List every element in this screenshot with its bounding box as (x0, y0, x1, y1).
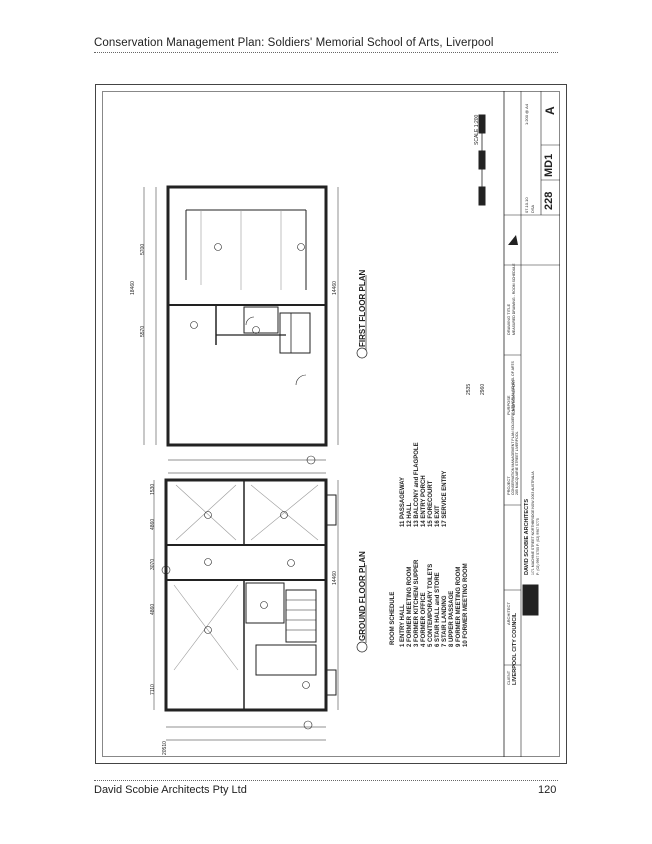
room-list-left-4: 4 FORMER OFFICE (421, 592, 427, 647)
first-floor-plan-title: FIRST FLOOR PLAN (358, 269, 367, 347)
dim-first-7: 2960 (480, 383, 486, 395)
client-label: CLIENT (506, 670, 511, 685)
dim-ground-3: 3070 (150, 558, 156, 570)
architect-contact: P: (02) 9967 5755 F: (02) 9967 5775 (536, 518, 540, 575)
scale-value: 1:200 @ A4 (524, 104, 529, 125)
dim-ground-4: 4860 (150, 518, 156, 530)
room-list-right-7: 17 SERVICE ENTRY (442, 470, 448, 527)
first-floor-outline (166, 185, 328, 447)
scale-label: SCALE 1:200 (474, 114, 480, 145)
project-number: 228 (543, 191, 555, 210)
drawing-number: MD1 (543, 153, 555, 177)
page-number: 120 (538, 784, 557, 796)
client-name: LIVERPOOL CITY COUNCIL (512, 612, 518, 685)
room-list-right-5: 15 FORECOURT (428, 480, 434, 527)
dsa-logo-icon (522, 584, 539, 616)
revision-letter: A (543, 106, 557, 115)
drawing-title-label: DRAWING TITLE (506, 303, 511, 335)
room-schedule-title: ROOM SCHEDULE (390, 591, 396, 645)
drawing-border (102, 91, 560, 757)
footer-company: David Scobie Architects Pty Ltd (94, 784, 247, 796)
architect-name: DAVID SCOBIE ARCHITECTS (524, 498, 530, 575)
room-list-right-3: 13 BALCONY and FLAGPOLE (414, 442, 420, 527)
page-header-title: Conservation Management Plan: Soldiers' … (94, 37, 494, 49)
room-list-left-8: 8 UPPER PASSAGE (449, 590, 455, 647)
header-rule (94, 52, 558, 53)
room-list-left-2: 2 FORMER MEETING ROOM (407, 566, 413, 647)
ground-floor-plan-title: GROUND FLOOR PLAN (358, 551, 367, 641)
room-list-left-5: 5 CONTEMPORARY TOILETS (428, 563, 434, 647)
drawing-sheet: FIRST FLOOR PLAN GROUND FLOOR PLAN ROOM … (95, 84, 567, 764)
room-list-left-3: 3 FORMER KITCHEN/ SUPPER (414, 559, 420, 647)
room-list-left-7: 7 STAIR LANDING (442, 595, 448, 647)
dim-first-1: 5570 (140, 325, 146, 337)
dim-first-3: 18460 (130, 281, 136, 295)
ground-floor-outline (164, 478, 328, 712)
dim-first-6: 2535 (466, 383, 472, 395)
room-list-right-1: 11 PASSAGEWAY (400, 476, 406, 527)
dim-ground-2: 4860 (150, 603, 156, 615)
dim-ground-7: 20510 (162, 741, 168, 755)
room-list-left-1: 1 ENTRY HALL (400, 604, 406, 647)
dim-ground-6: 14460 (332, 571, 338, 585)
project-name: CONSERVATION MANAGEMENT PLAN SOLDIERS' M… (511, 361, 519, 495)
architect-label: ARCHITECT (506, 602, 511, 625)
dim-first-2: 5700 (140, 243, 146, 255)
room-list-left-9: 9 FORMER MEETING ROOM (456, 566, 462, 647)
dim-first-4: 14460 (332, 281, 338, 295)
room-list-right-6: 16 EXIT (435, 505, 441, 527)
date-value: 07.10.10 (524, 197, 529, 213)
room-list-right-4: 14 ENTRY PORCH (421, 475, 427, 527)
room-list-left-10: 10 FORMER MEETING ROOM (463, 563, 469, 647)
room-list-left-6: 6 STAIR HALL and STORE (435, 572, 441, 647)
footer-rule (94, 780, 558, 781)
drawn-value: DSA (530, 204, 535, 213)
purpose-label: PURPOSE (506, 395, 511, 415)
dim-ground-5: 1530 (150, 483, 156, 495)
dim-ground-1: 7110 (150, 684, 156, 695)
architect-address: 1/71 MACHINE STREET NORTHBRIDGE NSW 2063… (531, 471, 535, 575)
drawing-title-value: MEASURED DRAWING - ROOM SCHEDULE (512, 263, 516, 335)
purpose-value: CONDITION REPORT (512, 379, 516, 415)
room-list-right-2: 12 HALL (407, 502, 413, 527)
floor-plans-drawing (143, 91, 560, 757)
